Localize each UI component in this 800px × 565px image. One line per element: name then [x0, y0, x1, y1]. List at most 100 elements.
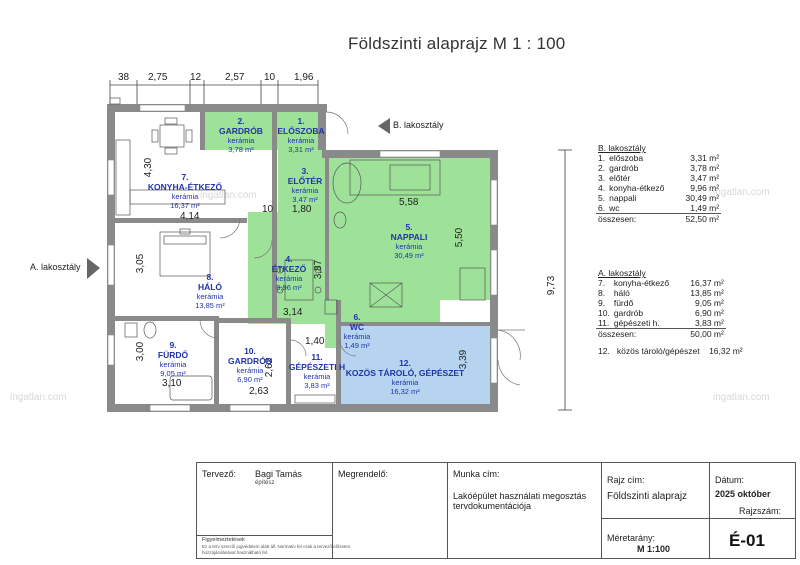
- row-num: 12.: [598, 346, 610, 356]
- room-material: kerámia: [196, 292, 224, 301]
- room-number: 2.: [237, 116, 245, 126]
- row-num: 1.: [598, 153, 606, 163]
- row-name: gépészeti h.: [613, 318, 660, 328]
- dimension-label: 1,40: [305, 336, 325, 347]
- room-area: 3,78 m²: [228, 145, 254, 154]
- room-name: ELŐTÉR: [287, 176, 323, 186]
- scale-value: M 1:100: [637, 544, 671, 554]
- row-num: 8.: [598, 288, 606, 298]
- room-label: 1. ELŐSZOBA kerámia 3,31 m²: [270, 116, 332, 154]
- room-material: kerámia: [159, 360, 187, 369]
- row-num: 11.: [598, 318, 610, 328]
- row-num: 10.: [598, 308, 610, 318]
- room-number: 7.: [181, 172, 189, 182]
- total-value: 50,00 m²: [677, 328, 726, 339]
- row-area: 3,31 m²: [690, 153, 720, 163]
- designer-label: Tervező:: [202, 469, 237, 479]
- entrance-label-a: A. lakosztály: [30, 262, 81, 272]
- room-number: 1.: [297, 116, 305, 126]
- designer-role: építész: [255, 480, 275, 486]
- dimension-label: 1,96: [294, 72, 314, 83]
- room-number: 6.: [353, 312, 361, 322]
- row-num: 7.: [598, 278, 606, 288]
- room-number: 4.: [285, 254, 293, 264]
- dimension-label: 3,14: [283, 307, 303, 318]
- dimension-label: 2,75: [148, 72, 168, 83]
- room-area: 1,49 m²: [344, 341, 370, 350]
- row-area: 9,96 m²: [690, 183, 720, 193]
- room-area: 30,49 m²: [394, 251, 424, 260]
- room-label: 4. ÉTKEZŐ kerámia 9,96 m²: [258, 254, 320, 292]
- row-num: 9.: [598, 298, 606, 308]
- dimension-label: 10: [264, 72, 276, 83]
- room-label: 7. KONYHA-ÉTKEZŐ kerámia 16,37 m²: [140, 172, 230, 210]
- date-label: Dátum:: [715, 475, 745, 485]
- dimension-label: 12: [190, 72, 202, 83]
- common-area-row: 12. közös tároló/gépészet 16,32 m²: [598, 346, 743, 356]
- row-area: 3,83 m²: [695, 318, 724, 328]
- work-label: Munka cím:: [453, 469, 500, 479]
- dimension-label: 2,63: [249, 386, 269, 397]
- dimension-label: 2,57: [225, 72, 245, 83]
- room-number: 11.: [311, 352, 323, 362]
- table-total-row: összesen:50,00 m²: [596, 328, 726, 339]
- client-label: Megrendelő:: [338, 469, 389, 479]
- room-area: 9,05 m²: [160, 369, 186, 378]
- dimension-label: 9,73: [546, 275, 558, 296]
- room-label: 2. GARDRÓB kerámia 3,78 m²: [205, 116, 277, 154]
- room-material: kerámia: [227, 136, 255, 145]
- room-name: KONYHA-ÉTKEZŐ: [147, 182, 223, 192]
- room-material: kerámia: [343, 332, 371, 341]
- row-name: konyha-étkező: [609, 183, 665, 193]
- table-row: 11.gépészeti h. 3,83 m²: [596, 318, 726, 328]
- dimension-label: 5,58: [399, 197, 419, 208]
- row-area: 16,32 m²: [709, 346, 743, 356]
- note-title: Figyelmeztetések: [202, 537, 245, 543]
- room-number: 8.: [206, 272, 214, 282]
- room-material: kerámia: [287, 136, 315, 145]
- row-num: 2.: [598, 163, 606, 173]
- drawing-no-label: Rajzszám:: [739, 506, 782, 516]
- room-label: 5. NAPPALI kerámia 30,49 m²: [378, 222, 440, 260]
- watermark: ingatlan.com: [200, 190, 257, 201]
- row-name: közös tároló/gépészet: [616, 346, 700, 356]
- row-num: 5.: [598, 193, 606, 203]
- row-area: 1,49 m²: [690, 203, 720, 213]
- total-value: 52,50 m²: [673, 213, 722, 224]
- room-material: kerámia: [291, 186, 319, 195]
- row-num: 6.: [598, 203, 606, 213]
- drawing-no: É-01: [729, 531, 765, 550]
- note-text: hozzájárulásával használható fel.: [202, 550, 269, 555]
- room-name: FÜRDŐ: [157, 350, 189, 360]
- date-value: 2025 október: [715, 489, 771, 499]
- room-material: kerámia: [395, 242, 423, 251]
- room-number: 12.: [399, 358, 411, 368]
- room-area: 13,85 m²: [195, 301, 225, 310]
- dimension-label: 3,05: [135, 253, 147, 274]
- work-description: Lakóépület használati megosztás: [453, 491, 587, 501]
- row-name: konyha-étkező: [613, 278, 670, 288]
- room-number: 5.: [405, 222, 413, 232]
- room-number: 9.: [169, 340, 177, 350]
- note-text: Ez a terv szerzői jogvédelem alatt áll. …: [202, 544, 351, 549]
- room-label: 3. ELŐTÉR kerámia 3,47 m²: [275, 166, 335, 204]
- dimension-label: 3,10: [162, 378, 182, 389]
- room-area: 3,83 m²: [304, 381, 330, 390]
- row-name: gardrób: [613, 308, 644, 318]
- dimension-label: 10: [262, 204, 274, 215]
- total-label: összesen:: [596, 213, 674, 224]
- row-area: 3,78 m²: [690, 163, 720, 173]
- room-area: 3,31 m²: [288, 145, 314, 154]
- watermark: ingatlan.com: [10, 392, 67, 403]
- dimension-label: 1,80: [292, 204, 312, 215]
- room-name: ÉTKEZŐ: [271, 264, 307, 274]
